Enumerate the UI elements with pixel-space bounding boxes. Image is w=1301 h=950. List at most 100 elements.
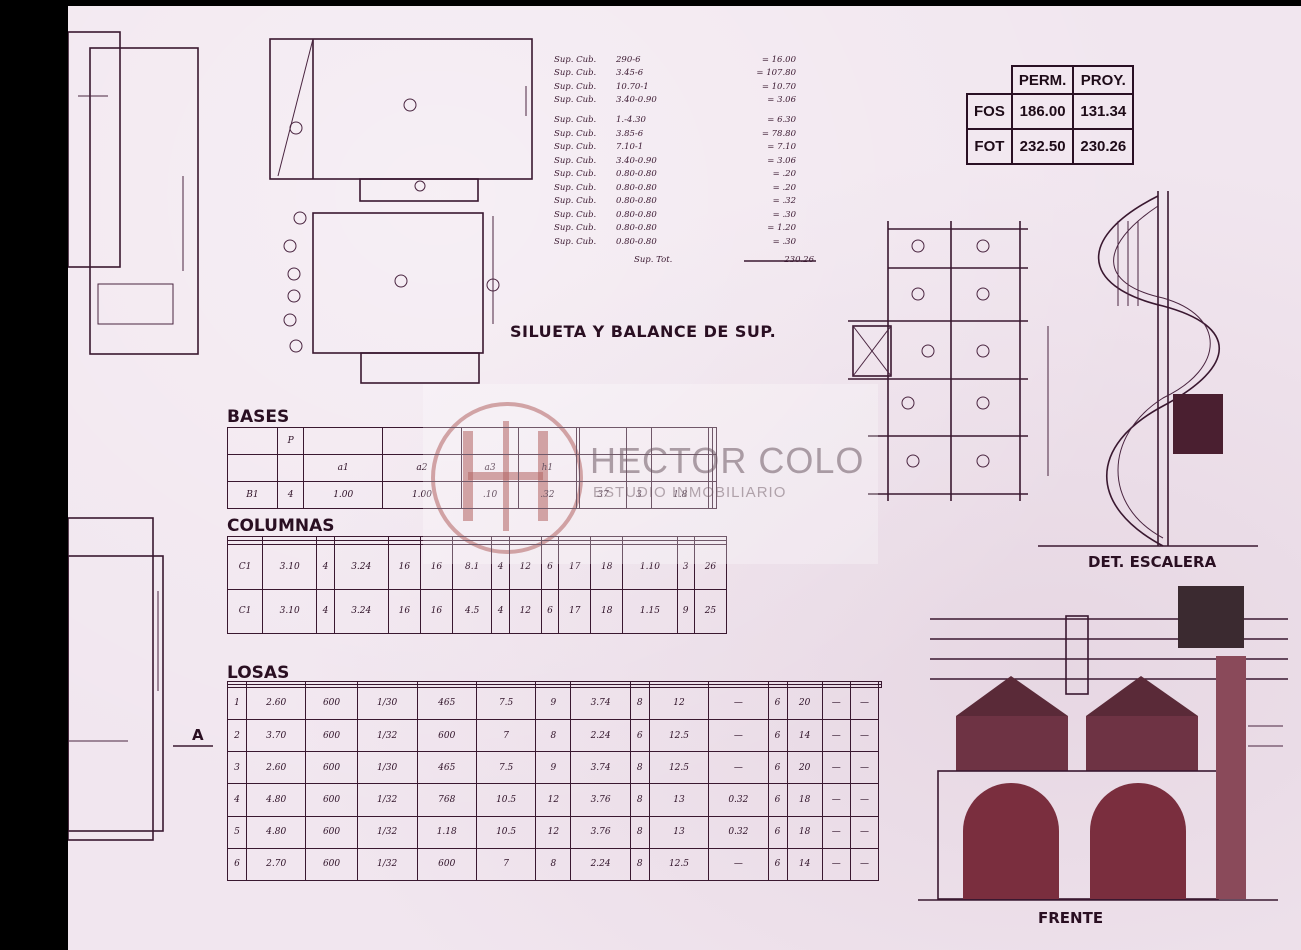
balance-line-value: = 3.06 <box>767 95 796 105</box>
table-cell: 10.5 <box>475 815 537 849</box>
table-cell: 16 <box>387 544 421 590</box>
table-cell: 3.24 <box>333 544 389 590</box>
table-cell: 12 <box>535 815 572 849</box>
table-cell: 1 <box>227 686 247 721</box>
table-cell: 6 <box>540 588 560 635</box>
table-cell: 2.60 <box>245 751 307 785</box>
balance-line-label: Sup. Cub. <box>554 182 597 193</box>
balance-line-formula: 0.80-0.80 <box>616 182 657 193</box>
table-cell: — <box>849 686 880 721</box>
table-cell: 8 <box>535 847 572 882</box>
table-cell: 12.5 <box>648 719 710 753</box>
table-cell: 12.5 <box>648 751 710 785</box>
balance-line: Sup. Cub.3.40-0.90= 3.06 <box>554 92 814 105</box>
table-cell: 8 <box>629 783 650 817</box>
balance-total: Sup. Tot.230.26 <box>554 255 814 265</box>
table-cell <box>625 427 653 455</box>
watermark-subtitle: ESTUDIO INMOBILIARIO <box>593 484 787 501</box>
balance-line: Sup. Cub.0.80-0.80= .20 <box>554 166 814 179</box>
table-cell: — <box>821 783 851 817</box>
table-cell: 9 <box>676 588 695 635</box>
table-cell: 2.60 <box>245 686 307 721</box>
table-cell: 465 <box>416 686 477 721</box>
section-mark: A <box>192 726 204 744</box>
fos-header-perm: PERM. <box>1010 65 1075 95</box>
table-cell: 10.5 <box>475 783 537 817</box>
table-cell <box>276 454 305 482</box>
table-cell: B1 <box>227 481 278 509</box>
fot-perm-value: 232.50 <box>1010 128 1075 165</box>
table-cell: 20 <box>786 751 823 785</box>
table-cell: 1.00 <box>382 481 462 509</box>
fos-proy-value: 131.34 <box>1072 93 1135 130</box>
balance-line-formula: 290-6 <box>616 54 641 65</box>
balance-line: Sup. Cub.0.80-0.80= .30 <box>554 233 814 247</box>
balance-line-label: Sup. Cub. <box>554 68 597 78</box>
table-cell: 5 <box>227 815 247 849</box>
balance-line-value: = 107.80 <box>756 68 796 78</box>
table-cell <box>227 427 278 455</box>
balance-line: Sup. Cub. 1.-4.30 = 6.30 <box>554 105 814 125</box>
table-cell: 17 <box>558 588 592 635</box>
silhouette-lower <box>283 211 500 384</box>
balance-line-label: Sup. Cub. <box>554 196 597 206</box>
bases-title: BASES <box>227 407 290 427</box>
balance-line: Sup. Cub.7.10-1= 7.10 <box>554 139 814 152</box>
balance-line-label: Sup. Cub. <box>554 128 597 139</box>
table-cell <box>245 681 307 685</box>
left-plan-bottom <box>68 517 213 841</box>
table-cell: 7 <box>475 719 537 753</box>
table-cell: 1/32 <box>356 783 418 817</box>
balance-line-formula: 3.45-6 <box>616 68 644 78</box>
table-cell: 6 <box>767 783 788 817</box>
table-cell: 12 <box>648 686 710 721</box>
table-cell: 4 <box>316 588 335 635</box>
table-cell: 8 <box>629 686 650 721</box>
table-cell <box>849 681 880 685</box>
balance-line: Sup. Cub.290-6= 16.00 <box>554 51 814 65</box>
balance-line: Sup. Cub.0.80-0.80= .30 <box>554 206 814 220</box>
balance-line: Sup. Cub.0.80-0.80= .32 <box>554 193 814 206</box>
table-cell: 4.80 <box>245 783 307 817</box>
balance-line: Sup. Cub. 3.45-6 = 107.80 <box>554 65 814 78</box>
balance-line-value: = 6.30 <box>767 115 796 125</box>
balance-line-formula: 7.10-1 <box>616 142 644 152</box>
balance-line-label: Sup. Cub. <box>554 115 597 125</box>
table-cell: 6 <box>629 719 650 753</box>
table-cell: — <box>849 847 880 882</box>
fos-label: FOS <box>966 93 1013 130</box>
balance-line-formula: 0.80-0.80 <box>616 236 657 247</box>
fos-perm-value: 186.00 <box>1010 93 1075 130</box>
table-cell: 8 <box>629 751 650 785</box>
balance-line-label: Sup. Cub. <box>554 209 597 220</box>
table-cell: 3 <box>625 481 653 509</box>
table-cell: 1.00 <box>303 481 384 509</box>
balance-line-value: = 78.80 <box>761 128 796 139</box>
balance-line-value: = 16.00 <box>761 54 796 65</box>
table-cell: 6 <box>767 719 788 753</box>
table-cell: 0.32 <box>708 783 769 817</box>
balance-line-value: = .30 <box>772 209 796 220</box>
table-cell: — <box>849 719 880 753</box>
table-cell: 13 <box>648 783 710 817</box>
table-cell: 6 <box>767 815 788 849</box>
table-cell <box>475 681 537 685</box>
balance-line-formula: 1.-4.30 <box>616 115 646 125</box>
table-cell: h1 <box>518 454 577 482</box>
table-cell: .10 <box>460 481 520 509</box>
balance-line-formula: 3.85-6 <box>616 128 644 139</box>
table-cell: 9 <box>535 686 572 721</box>
table-cell: 16 <box>387 588 421 635</box>
table-cell: 600 <box>305 686 358 721</box>
columnas-title: COLUMNAS <box>227 516 335 536</box>
table-cell <box>227 454 278 482</box>
table-cell: 600 <box>305 751 358 785</box>
table-cell: 2 <box>227 719 247 753</box>
balance-line-value: = .20 <box>772 169 796 179</box>
table-cell: 6 <box>767 847 788 882</box>
